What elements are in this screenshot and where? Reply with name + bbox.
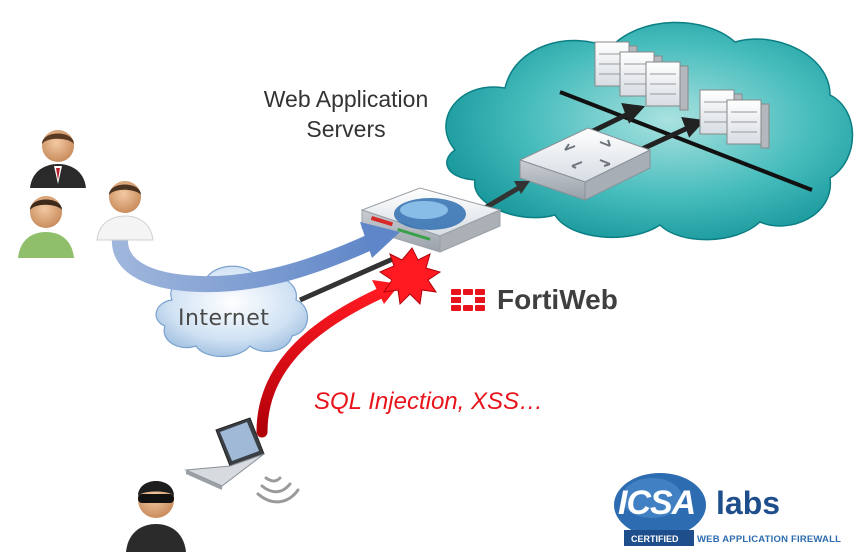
servers-label-line1: Web Application (263, 86, 429, 112)
fortiweb-appliance-icon (360, 187, 502, 253)
server-icon (699, 89, 770, 149)
servers-label-line2: Servers (306, 116, 386, 142)
attack-types-label: SQL Injection, XSS… (314, 388, 544, 415)
waf-certification-text: WEB APPLICATION FIREWALL (697, 534, 842, 545)
laptop-icon (184, 417, 265, 490)
user-traffic-arrow (111, 222, 400, 293)
explosion-icon (378, 247, 442, 306)
icsa-labs-text: labs (716, 485, 781, 521)
wireless-signal-icon (256, 476, 300, 504)
server-network-line (559, 90, 813, 192)
user-icon (30, 130, 86, 188)
server-icon (594, 41, 689, 111)
icsa-labs-logo (614, 473, 842, 546)
router-icon (518, 127, 652, 201)
fortiweb-label: FortiWeb (497, 284, 618, 315)
hacker-icon (126, 481, 186, 552)
internet-label: Internet (178, 306, 270, 331)
certified-text: CERTIFIED (631, 534, 679, 544)
icsa-brand-text: ICSA (618, 484, 696, 522)
user-icon (96, 181, 154, 241)
user-icon (18, 196, 74, 258)
fortinet-logo-icon (451, 289, 485, 311)
web-application-servers-label: Web Application Servers (236, 84, 456, 144)
internet-link-line (298, 255, 397, 303)
